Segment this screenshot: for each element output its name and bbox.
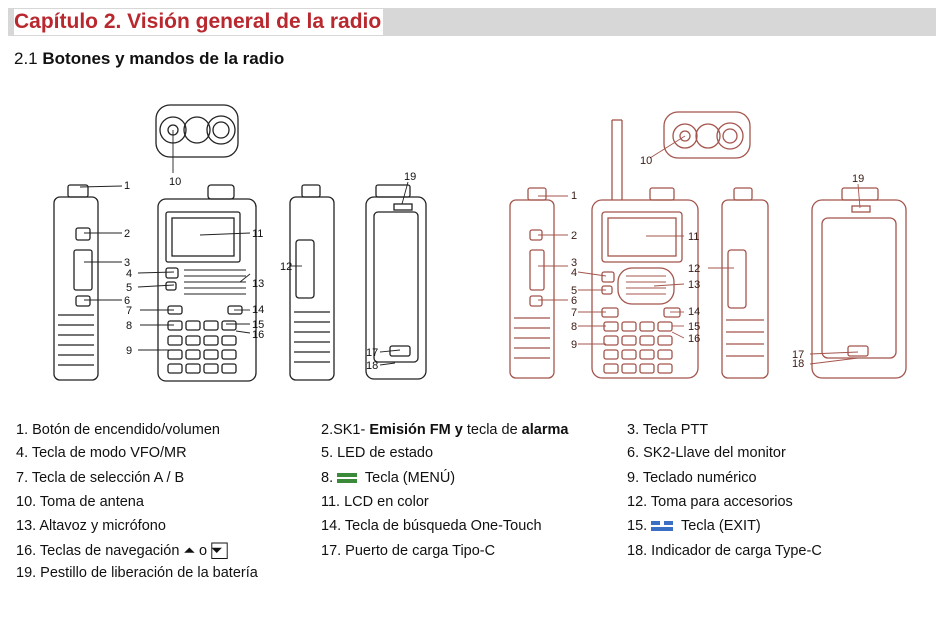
legend-item-1: 1. Botón de encendido/volumen [16,422,220,438]
legend-item-3: 3. Tecla PTT [627,422,709,438]
right-callout-9: 9 [571,339,577,351]
legend-item-14: 14. Tecla de búsqueda One-Touch [321,518,542,534]
right-top-view [663,111,751,159]
left-radio-set [53,104,427,382]
menu-key-icon [337,473,358,484]
right-callout-3: 3 [571,257,577,269]
right-callout-16: 16 [688,333,700,345]
exit-key-icon [651,521,674,532]
legend-item-8: 8. Tecla (MENÚ) [321,466,455,490]
legend-item-8-number: 8. [321,470,334,486]
left-callout-16: 16 [252,329,264,341]
left-front-view [157,184,257,382]
left-back-view [365,184,427,380]
legend-item-2-mid: tecla de [462,422,522,438]
right-callout-17: 17 [792,349,804,361]
left-callout-6: 6 [124,295,130,307]
legend-item-2-bold-alarm: alarma [521,422,569,438]
left-callout-11: 11 [252,228,263,240]
legend-item-2: 2.SK1- Emisión FM y tecla de alarma [321,418,568,442]
left-callout-12: 12 [280,261,292,273]
right-radio-set [509,111,907,379]
right-side-view-a [509,187,555,379]
right-side-view-b [721,187,769,379]
section-number: 2.1 [14,49,38,68]
legend-item-19: 19. Pestillo de liberación de la batería [16,565,258,581]
legend-item-15: 15. Tecla (EXIT) [627,514,761,538]
left-callout-8: 8 [126,320,132,332]
legend-item-6: 6. SK2-Llave del monitor [627,445,786,461]
section-title: 2.1 Botones y mandos de la radio [14,49,284,69]
legend-item-5: 5. LED de estado [321,445,434,461]
right-callout-18: 18 [792,358,804,370]
left-callout-14: 14 [252,304,264,316]
legend-item-11: 11. LCD en color [321,494,429,510]
left-callout-7: 7 [126,305,132,317]
left-callout-1: 1 [124,180,130,192]
section-title-text: Botones y mandos de la radio [42,49,285,68]
left-top-view [155,104,239,158]
legend-item-9: 9. Teclado numérico [627,470,757,486]
left-callout-3: 3 [124,257,130,269]
left-callout-2: 2 [124,228,130,240]
legend-item-16: 16. Teclas de navegación ⏶ o ⏷⃞ [16,543,223,559]
legend-item-8-label: Tecla (MENÚ) [364,470,456,486]
left-callout-15: 15 [252,319,264,331]
legend-item-7: 7. Tecla de selección A / B [16,470,185,486]
left-callout-13: 13 [252,278,264,290]
right-callout-6: 6 [571,295,577,307]
right-callout-5: 5 [571,285,577,297]
right-callout-2: 2 [571,230,577,242]
legend-item-15-label: Tecla (EXIT) [680,518,761,534]
right-callout-12: 12 [688,263,700,275]
right-callout-10: 10 [640,155,652,167]
left-callout-5: 5 [126,282,132,294]
legend-item-2-prefix: 2.SK1- [321,422,370,438]
left-callout-18: 18 [366,360,378,372]
right-callout-14: 14 [688,306,700,318]
radio-diagram: 1 2 3 4 5 6 7 8 9 10 11 12 13 14 15 16 1… [53,104,907,382]
right-callout-7: 7 [571,307,577,319]
legend-item-15-number: 15. [627,518,648,534]
legend-item-18: 18. Indicador de carga Type-C [627,543,822,559]
legend-item-17: 17. Puerto de carga Tipo-C [321,543,496,559]
right-callout-13: 13 [688,279,700,291]
left-callout-17: 17 [366,347,378,359]
left-callout-4: 4 [126,268,132,280]
right-callout-11: 11 [688,231,699,243]
chapter-title: Capítulo 2. Visión general de la radio [14,9,384,35]
right-callout-15: 15 [688,321,700,333]
legend-item-4: 4. Tecla de modo VFO/MR [16,445,187,461]
right-back-view [811,187,907,379]
legend-item-13: 13. Altavoz y micrófono [16,518,166,534]
right-callout-1: 1 [571,190,577,202]
legend-item-10: 10. Toma de antena [16,494,144,510]
left-side-view-b [289,184,335,381]
left-callout-19: 19 [404,171,416,183]
left-callout-9: 9 [126,345,132,357]
right-callout-19: 19 [852,173,864,185]
left-callout-10: 10 [169,176,181,188]
right-callout-8: 8 [571,321,577,333]
legend-item-12: 12. Toma para accesorios [627,494,793,510]
legend-item-2-bold-fm: Emisión FM y [369,422,463,438]
right-callout-4: 4 [571,267,577,279]
left-side-view-a [53,184,99,381]
